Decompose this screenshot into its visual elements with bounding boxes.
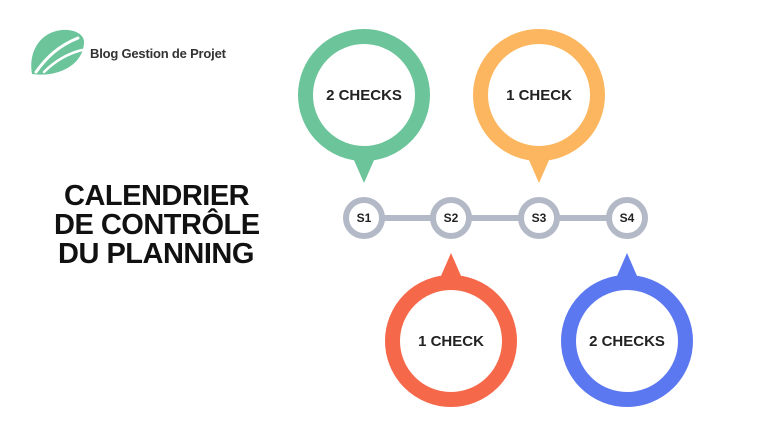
pin-ring: [473, 29, 605, 161]
page-title: CALENDRIER DE CONTRÔLE DU PLANNING: [38, 182, 288, 269]
node-label: S2: [444, 211, 459, 225]
pin-s4: 2 CHECKS: [561, 253, 693, 407]
pin-s2: 1 CHECK: [385, 253, 517, 407]
leaf-logo-icon: [31, 29, 85, 75]
brand-logo[interactable]: Blog Gestion de Projet: [28, 28, 226, 78]
node-circle: [518, 197, 560, 239]
pin-label: 1 CHECK: [506, 87, 572, 104]
pin-label: 1 CHECK: [418, 333, 484, 350]
title-line-2: DE CONTRÔLE: [54, 209, 260, 241]
node-label: S1: [357, 211, 372, 225]
timeline-node-s3: S3: [518, 197, 560, 239]
pin-s3: 1 CHECK: [473, 29, 605, 183]
title-line-1: CALENDRIER: [64, 180, 250, 212]
title-line-3: DU PLANNING: [58, 238, 254, 270]
pin-label: 2 CHECKS: [589, 333, 665, 350]
pin-label: 2 CHECKS: [326, 87, 402, 104]
pin-ring: [298, 29, 430, 161]
timeline-node-s4: S4: [606, 197, 648, 239]
node-label: S3: [532, 211, 547, 225]
brand-name: Blog Gestion de Projet: [90, 45, 226, 61]
timeline-node-s2: S2: [430, 197, 472, 239]
pin-ring: [385, 275, 517, 407]
node-circle: [343, 197, 385, 239]
pin-ring: [561, 275, 693, 407]
node-circle: [430, 197, 472, 239]
timeline-node-s1: S1: [343, 197, 385, 239]
pin-s1: 2 CHECKS: [298, 29, 430, 183]
node-label: S4: [620, 211, 635, 225]
node-circle: [606, 197, 648, 239]
